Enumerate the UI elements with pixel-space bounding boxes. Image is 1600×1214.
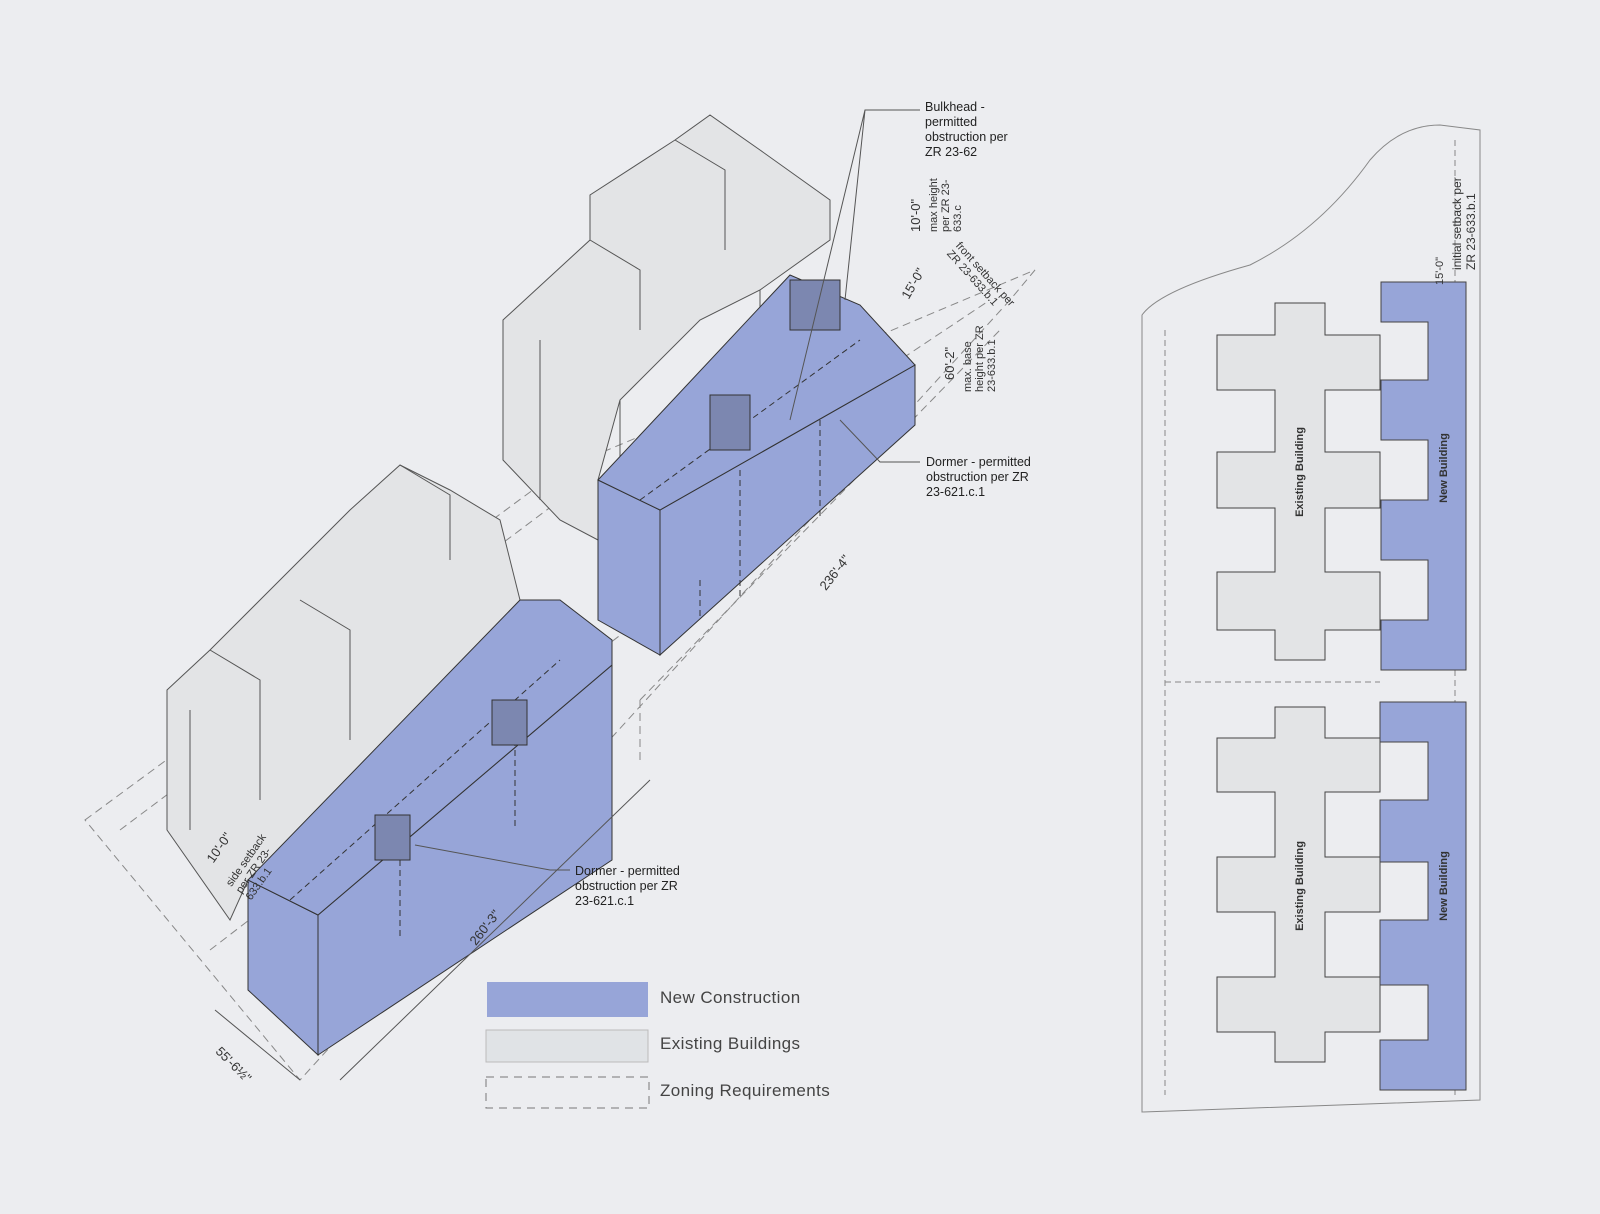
- dormer-note-upper: Dormer - permitted obstruction per ZR 23…: [926, 455, 1031, 499]
- plan-label-existing-lower: Existing Building: [1294, 841, 1306, 931]
- plan-label-new-upper: New Building: [1438, 433, 1450, 503]
- max-height-value: 10'-0": [908, 198, 923, 232]
- existing-building-upper: [502, 114, 831, 541]
- legend-swatch-new: [487, 982, 648, 1017]
- dormer-note-lower: Dormer - permitted obstruction per ZR 23…: [575, 864, 680, 908]
- legend-swatch-existing: [485, 1029, 649, 1063]
- plan-existing-building-lower: [1216, 706, 1381, 1063]
- base-height-value: 60'-2": [942, 346, 957, 380]
- leader-lines: [214, 109, 920, 1081]
- initial-setback-value: 15'-0": [1434, 256, 1446, 285]
- plan-existing-building-upper: [1216, 302, 1381, 661]
- initial-setback-text: initial setback per ZR 23-633.b.1: [1450, 177, 1478, 270]
- base-height-text: max. base height per ZR 23-633.b.1: [962, 325, 998, 392]
- legend-label-new: New Construction: [660, 988, 801, 1007]
- legend-label-zoning: Zoning Requirements: [660, 1081, 831, 1100]
- new-construction-upper: [597, 274, 916, 657]
- plan-new-building-upper: [1380, 281, 1467, 671]
- bulkhead-note: Bulkhead - permitted obstruction per ZR …: [925, 100, 1008, 159]
- new-construction-lower: [247, 599, 613, 1057]
- legend-label-existing: Existing Buildings: [660, 1034, 801, 1053]
- plan-new-building-lower: [1379, 701, 1467, 1091]
- plan-label-new-lower: New Building: [1438, 851, 1450, 921]
- legend-swatch-zoning: [485, 1076, 650, 1109]
- plan-label-existing-upper: Existing Building: [1294, 427, 1306, 517]
- max-height-text: max height per ZR 23-633.c: [928, 178, 964, 232]
